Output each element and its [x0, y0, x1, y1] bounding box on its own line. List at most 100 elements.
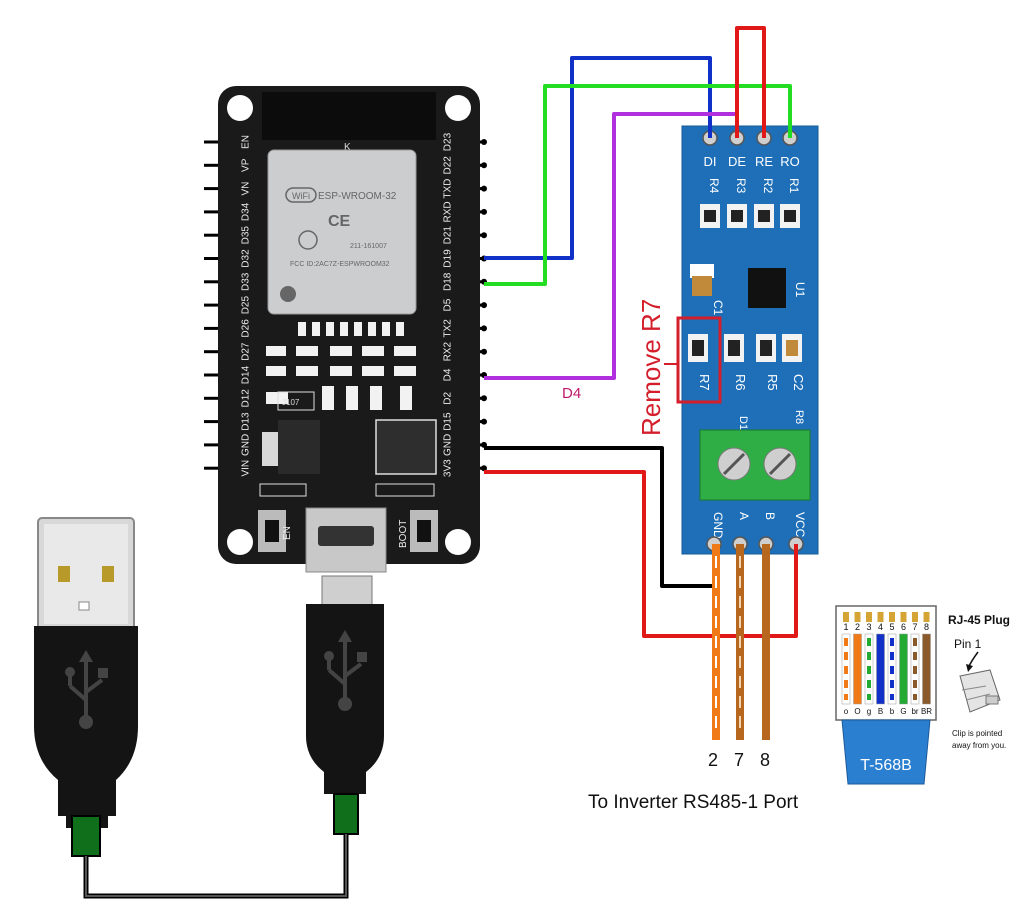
en-button[interactable]	[258, 510, 286, 552]
rs485-pin-label-ro: RO	[780, 154, 800, 169]
cert-label: 211-161007	[350, 243, 387, 250]
esp32-left-pin-label-d13: D13	[241, 412, 252, 431]
esp32-right-pin-label-d5-7: D5	[443, 298, 454, 311]
resistor-body-r2	[758, 210, 770, 222]
chip-u1	[748, 268, 786, 308]
esp32-right-pin-label-d2-11: D2	[443, 391, 454, 404]
esp32-left-pin-label-en: EN	[241, 135, 252, 149]
esp32-left-pin-label-d25: D25	[241, 295, 252, 314]
esp32-left-pin-label-vin: VIN	[241, 460, 252, 477]
rj45-pin-number-1: 1	[843, 622, 848, 632]
rs485-label-c2: C2	[791, 374, 806, 391]
rs485-pin-label-de: DE	[728, 154, 746, 169]
esp32-right-pin-dot-4	[481, 232, 487, 239]
usb-logo-icon	[65, 650, 108, 729]
rj45-plug-icon	[959, 669, 1001, 713]
capacitor-c1	[692, 276, 712, 296]
component-body-r5	[760, 340, 772, 356]
rj45-pin-contacts	[843, 612, 930, 622]
clip-note-line1: Clip is pointed	[952, 729, 1002, 738]
esp32-right-pin-label-rx2-9: RX2	[443, 342, 454, 362]
resistor-body-r1	[784, 210, 796, 222]
component-body-r7	[692, 340, 704, 356]
certification-icon	[298, 230, 318, 250]
rj45-pin-number-8: 8	[924, 622, 929, 632]
esp32-right-pin-label-d19-5: D19	[443, 249, 454, 268]
esp32-left-pin-label-d32: D32	[241, 249, 252, 268]
r8-label: R8	[793, 410, 805, 424]
d4-label: D4	[562, 385, 581, 402]
rs485-top-resistors: R4 R3 R2 R1	[700, 178, 801, 228]
rs485-bottom-label-gnd: GND	[711, 512, 725, 539]
cable-number-2: 2	[708, 750, 718, 770]
rj45-wire-code-1: o	[844, 707, 849, 716]
rj45-pin-number-3: 3	[866, 622, 871, 632]
component-body-c2	[786, 340, 798, 356]
esp32-left-pin-label-d14: D14	[241, 365, 252, 384]
rs485-bottom-label-a: A	[737, 512, 751, 520]
wifi-label: WiFi	[292, 191, 310, 201]
rs485-label-r6: R6	[733, 374, 748, 391]
rs485-bottom-pin-labels: GND A B VCC	[711, 512, 807, 539]
rj45-contact-3	[866, 612, 872, 622]
rs485-label-r2: R2	[761, 178, 775, 194]
k-label: K	[344, 142, 351, 153]
wire-de-re-bridge	[735, 26, 766, 138]
rs485-pin-label-re: RE	[755, 154, 773, 169]
svg-text:CE: CE	[328, 213, 351, 230]
esp32-left-pin-label-vp: VP	[241, 158, 252, 172]
rj45-contact-2	[854, 612, 861, 622]
esp32-right-pin-label-d15-12: D15	[443, 412, 454, 431]
esp32-left-pin-label-d35: D35	[241, 226, 252, 245]
esp32-right-pin-label-d18-6: D18	[443, 272, 454, 291]
rj45-wire-code-4: B	[878, 707, 883, 716]
rj45-pin-number-4: 4	[878, 622, 883, 632]
rj45-contact-4	[877, 612, 884, 622]
rj45-wire-code-5: b	[890, 707, 895, 716]
usb-cable-wire	[83, 834, 349, 899]
t568b-label: T-568B	[860, 757, 912, 774]
rs485-label-r4: R4	[707, 178, 721, 194]
rj45-wire-6	[899, 633, 908, 705]
rs485-bottom-label-b: B	[763, 512, 777, 520]
fcc-label: FCC ID:2AC7Z-ESPWROOM32	[290, 261, 390, 268]
rj45-pin-number-5: 5	[889, 622, 894, 632]
rs485-bottom-label-vcc: VCC	[793, 512, 807, 538]
esp32-left-pin-label-d26: D26	[241, 319, 252, 338]
usb-logo-icon-2	[324, 630, 367, 711]
u1-label: U1	[793, 282, 807, 298]
esp32-right-pin-dot-12	[481, 418, 487, 425]
wire-d18-ro	[484, 84, 792, 286]
rj45-contact-7	[912, 612, 918, 622]
rj45-contact-8	[923, 612, 930, 622]
ce-mark-icon: CE	[328, 213, 351, 230]
rs485-label-r3: R3	[734, 178, 748, 194]
esp32-right-pin-dot-1	[481, 162, 487, 169]
esp32-right-pin-label-rxd-3: RXD	[443, 201, 454, 222]
rs485-label-r5: R5	[765, 374, 780, 391]
rs485-label-r1: R1	[787, 178, 801, 194]
rj45-pin-number-7: 7	[912, 622, 917, 632]
esp32-right-pin-dot-11	[481, 395, 487, 402]
esp32-right-pin-label-d22-1: D22	[443, 156, 454, 175]
resistor-body-r4	[704, 210, 716, 222]
rj45-wire-colors	[841, 633, 931, 705]
esp32-left-pin-label-vn: VN	[241, 182, 252, 196]
rj45-contact-6	[900, 612, 907, 622]
d1-label: D1	[737, 416, 749, 430]
left-pin-labels: ENVPVND34D35D32D33D25D26D27D14D12D13GNDV…	[241, 135, 252, 476]
ethernet-wires	[712, 544, 770, 740]
rj45-wire-code-2: O	[854, 707, 860, 716]
esp32-right-pin-dot-2	[481, 185, 487, 192]
esp32-right-pin-dot-8	[481, 325, 487, 332]
esp32-right-pin-label-d4-10: D4	[443, 368, 454, 381]
esp32-left-pin-label-d34: D34	[241, 202, 252, 221]
remove-r7-label: Remove R7	[636, 299, 666, 436]
rj45-pin-number-2: 2	[855, 622, 860, 632]
boot-button[interactable]	[410, 510, 438, 552]
